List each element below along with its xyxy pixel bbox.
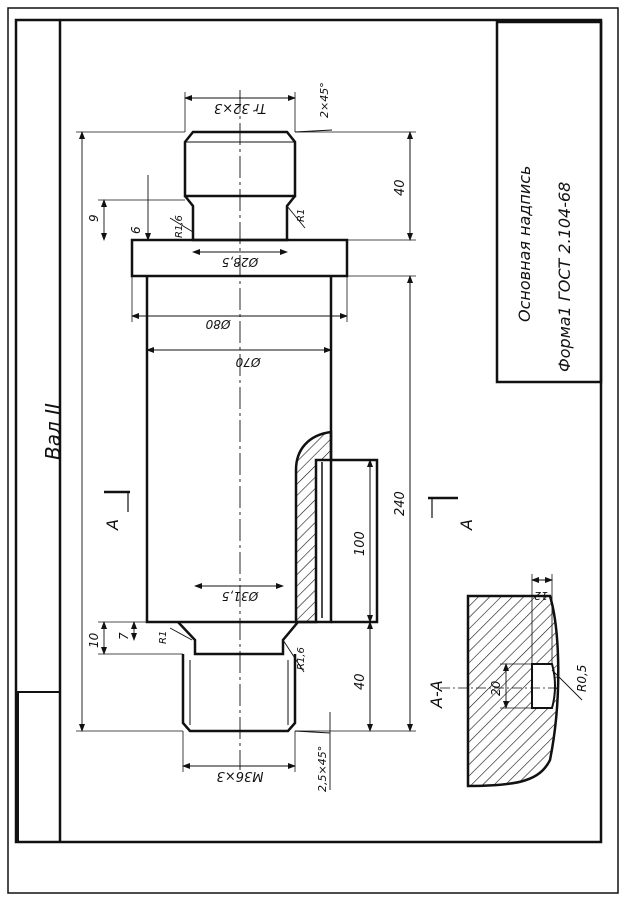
section-radius-label: R0,5 xyxy=(575,665,589,692)
dim-dia-collar: Ø80 xyxy=(205,317,231,331)
dim-thread-top: Tr 32×3 xyxy=(214,100,266,115)
dim-r-top-neck: R1,6 xyxy=(174,215,185,238)
leader-section-radius xyxy=(551,669,583,701)
section-width-label: 12 xyxy=(534,589,548,602)
dim-6: 6 xyxy=(129,226,143,234)
dim-total-len: 240 xyxy=(393,491,408,516)
sheet-outer-border xyxy=(7,7,619,894)
dim-keyway-len: 100 xyxy=(353,531,368,556)
part-title: Вал II xyxy=(41,403,65,460)
dim-7: 7 xyxy=(117,632,131,640)
dim-chamfer-top: 2×45° xyxy=(318,82,331,118)
cut-letter-right: A xyxy=(457,519,476,531)
section-depth-label: 20 xyxy=(489,680,503,696)
sheet-frame xyxy=(14,18,603,844)
title-block-line1: Основная надпись xyxy=(515,166,534,322)
shaft-collar xyxy=(130,238,349,278)
shaft-bottom-thread xyxy=(181,654,297,733)
dim-thread-bottom: M36×3 xyxy=(217,768,264,783)
dim-10: 10 xyxy=(87,632,101,648)
leader-r-top-right xyxy=(286,205,306,229)
dim-9: 9 xyxy=(87,214,101,222)
dim-r-bottom-left: R1 xyxy=(158,631,169,644)
dim-len-bottom-thread: 40 xyxy=(353,673,368,690)
dim-chamfer-bottom: 2,5×45° xyxy=(316,746,329,792)
dim-len-top-thread: 40 xyxy=(393,179,408,196)
title-block xyxy=(495,20,603,384)
keyway-outline xyxy=(331,458,379,624)
cut-letter-left: A xyxy=(103,519,122,531)
leader-r-top-neck xyxy=(169,217,194,233)
dim-dia-neck-top: Ø28,5 xyxy=(222,255,259,269)
corner-stamp-box xyxy=(17,691,61,843)
keyway-hatch xyxy=(294,430,333,624)
leader-r-bottom-right xyxy=(282,639,305,673)
leader-r-bottom-left xyxy=(169,627,193,641)
dim-dia-body: Ø70 xyxy=(235,355,261,369)
dim-dia-neck-bottom: Ø31,5 xyxy=(222,589,259,603)
dim-r-bottom-right: R1,6 xyxy=(296,647,307,670)
section-label: A-A xyxy=(427,680,446,709)
leader-chamfer-bottom xyxy=(294,730,331,734)
shaft-bottom-neck xyxy=(177,621,299,656)
section-aa-keyway xyxy=(531,663,556,709)
section-aa-hatch xyxy=(466,594,560,788)
title-block-line2: Форма1 ГОСТ 2.104-68 xyxy=(555,182,574,372)
dim-r-top-right: R1 xyxy=(296,209,307,222)
